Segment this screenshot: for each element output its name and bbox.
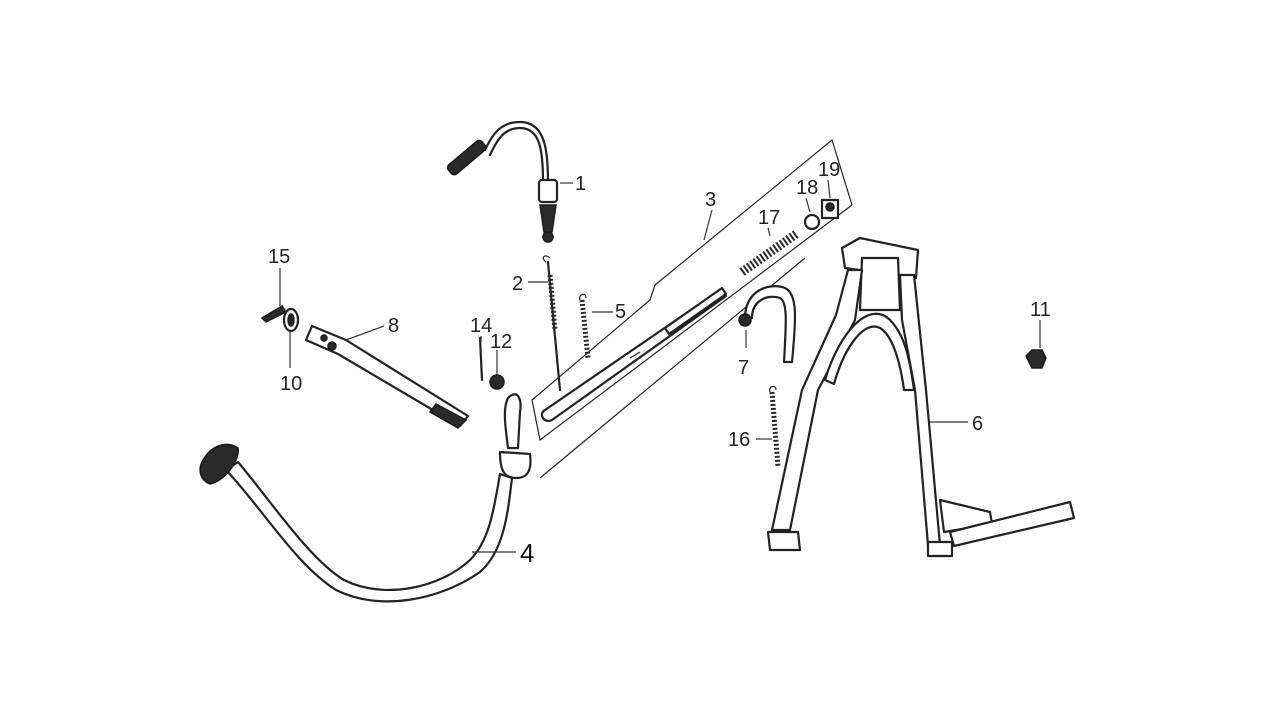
bracket-part-7	[738, 285, 797, 364]
callout-8: 8	[388, 315, 399, 337]
main-stand-part-6	[766, 236, 1076, 558]
kick-lever-part-4	[199, 393, 532, 603]
callout-6: 6	[972, 413, 983, 435]
callout-1: 1	[575, 173, 586, 195]
callout-7: 7	[738, 357, 749, 379]
callout-4: 4	[520, 538, 534, 568]
spring-part-17	[739, 230, 799, 276]
callout-16: 16	[728, 429, 750, 451]
bolt-part-19	[820, 198, 840, 220]
nut-part-11	[1025, 349, 1047, 369]
callout-15: 15	[268, 246, 290, 268]
callout-17: 17	[758, 207, 780, 229]
brake-rod-part-2	[542, 255, 562, 392]
leader-lines	[279, 179, 1041, 553]
callout-19: 19	[818, 159, 840, 181]
bolt-part-15	[260, 304, 288, 323]
nut-part-12	[489, 374, 505, 390]
callout-3: 3	[705, 189, 716, 211]
side-stand-part-3	[531, 138, 853, 479]
pin-part-14	[478, 336, 484, 382]
callout-18: 18	[796, 177, 818, 199]
brake-cable-part-1	[446, 120, 559, 243]
callout-2: 2	[512, 273, 523, 295]
callout-11: 11	[1030, 299, 1051, 321]
callout-10: 10	[280, 373, 302, 395]
washer-part-10	[282, 307, 300, 333]
callout-labels: 1 2 3 4 5 6 7 8 10 11 12 14 15 16 17 18 …	[268, 159, 1051, 568]
pivot-shaft-part-8	[304, 324, 470, 429]
callout-14: 14	[470, 315, 492, 337]
callout-12: 12	[490, 331, 512, 353]
callout-5: 5	[615, 301, 626, 323]
clip-part-18	[803, 213, 821, 231]
spring-part-5	[579, 293, 591, 359]
spring-part-16	[769, 385, 781, 467]
